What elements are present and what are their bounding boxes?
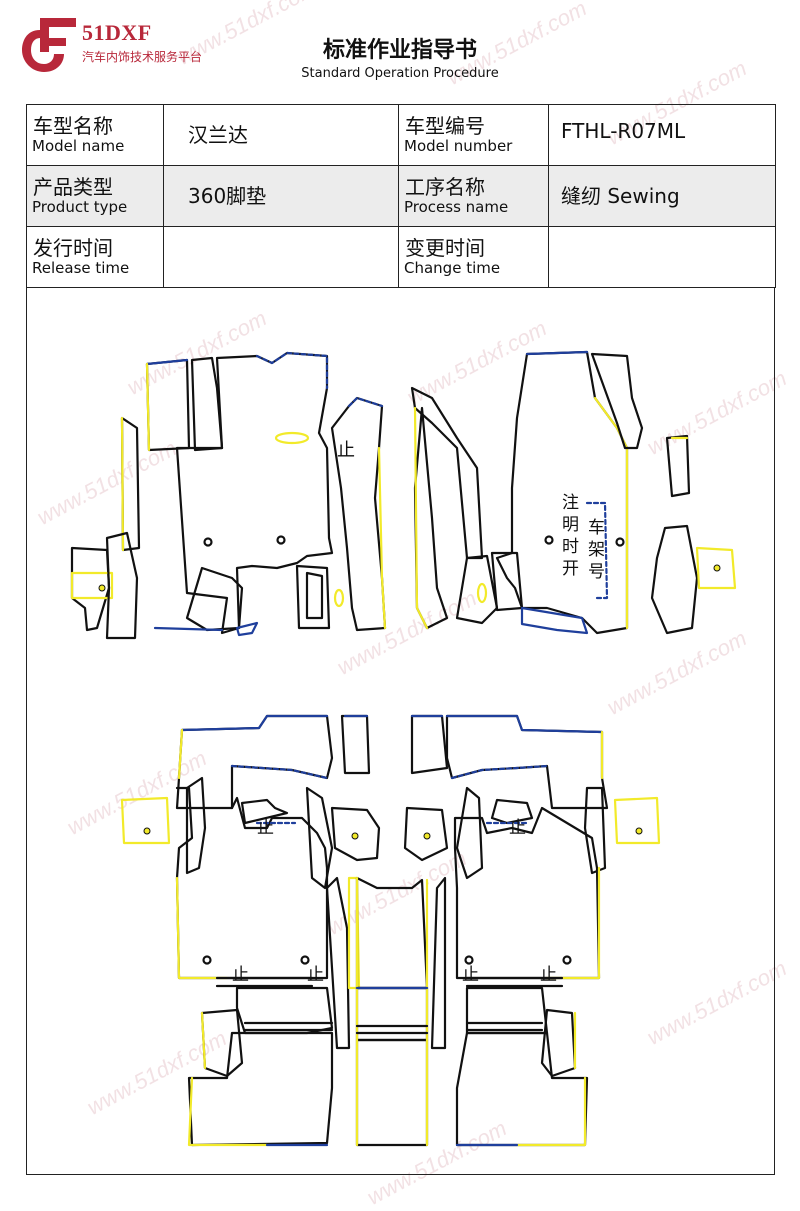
pattern-drawing-area: 止 注 明 时 开 <box>26 288 775 1175</box>
note-left-char: 注 <box>562 493 579 513</box>
title-english: Standard Operation Procedure <box>301 66 499 81</box>
brand-logo: 51DXF 汽车内饰技术服务平台 <box>20 16 250 76</box>
info-table: 车型名称 Model name 汉兰达 车型编号 Model number FT… <box>26 104 776 288</box>
floor-mat-pattern-diagram: 止 注 明 时 开 <box>70 350 737 1147</box>
rear-left-mat-pattern: 止 止 止 <box>120 714 381 1147</box>
logo-mark-icon <box>22 18 76 72</box>
stop-mark: 止 <box>540 965 557 985</box>
front-right-mat-pattern: 注 明 时 开 车 架 号 <box>410 350 737 635</box>
rear-right-mat-pattern: 止 止 止 <box>403 714 661 1147</box>
stop-mark: 止 <box>257 818 274 838</box>
change-time-label: 变更时间 Change time <box>398 226 549 288</box>
rear-center-mat-pattern <box>355 876 429 1147</box>
stop-mark: 止 <box>337 440 355 461</box>
model-name-label: 车型名称 Model name <box>26 104 164 166</box>
model-name-value: 汉兰达 <box>163 104 399 166</box>
model-number-value: FTHL-R07ML <box>548 104 776 166</box>
title-chinese: 标准作业指导书 <box>322 38 477 63</box>
stop-mark: 止 <box>232 965 249 985</box>
logo-brand-text: 51DXF <box>82 20 152 45</box>
stop-mark: 止 <box>509 818 526 838</box>
product-type-value: 360脚垫 <box>163 165 399 227</box>
release-time-label: 发行时间 Release time <box>26 226 164 288</box>
process-name-value: 缝纫 Sewing <box>548 165 776 227</box>
page-title: 标准作业指导书 Standard Operation Procedure <box>250 32 550 81</box>
note-right-label: 车 架 号 <box>588 518 610 582</box>
change-time-value <box>548 226 776 288</box>
stop-mark: 止 <box>462 965 479 985</box>
stop-mark: 止 <box>307 965 324 985</box>
model-number-label: 车型编号 Model number <box>398 104 549 166</box>
product-type-label: 产品类型 Product type <box>26 165 164 227</box>
release-time-value <box>163 226 399 288</box>
logo-subtitle: 汽车内饰技术服务平台 <box>82 50 203 64</box>
front-left-mat-pattern: 止 <box>70 351 387 640</box>
process-name-label: 工序名称 Process name <box>398 165 549 227</box>
note-left-label: 注 明 时 开 <box>562 493 584 579</box>
